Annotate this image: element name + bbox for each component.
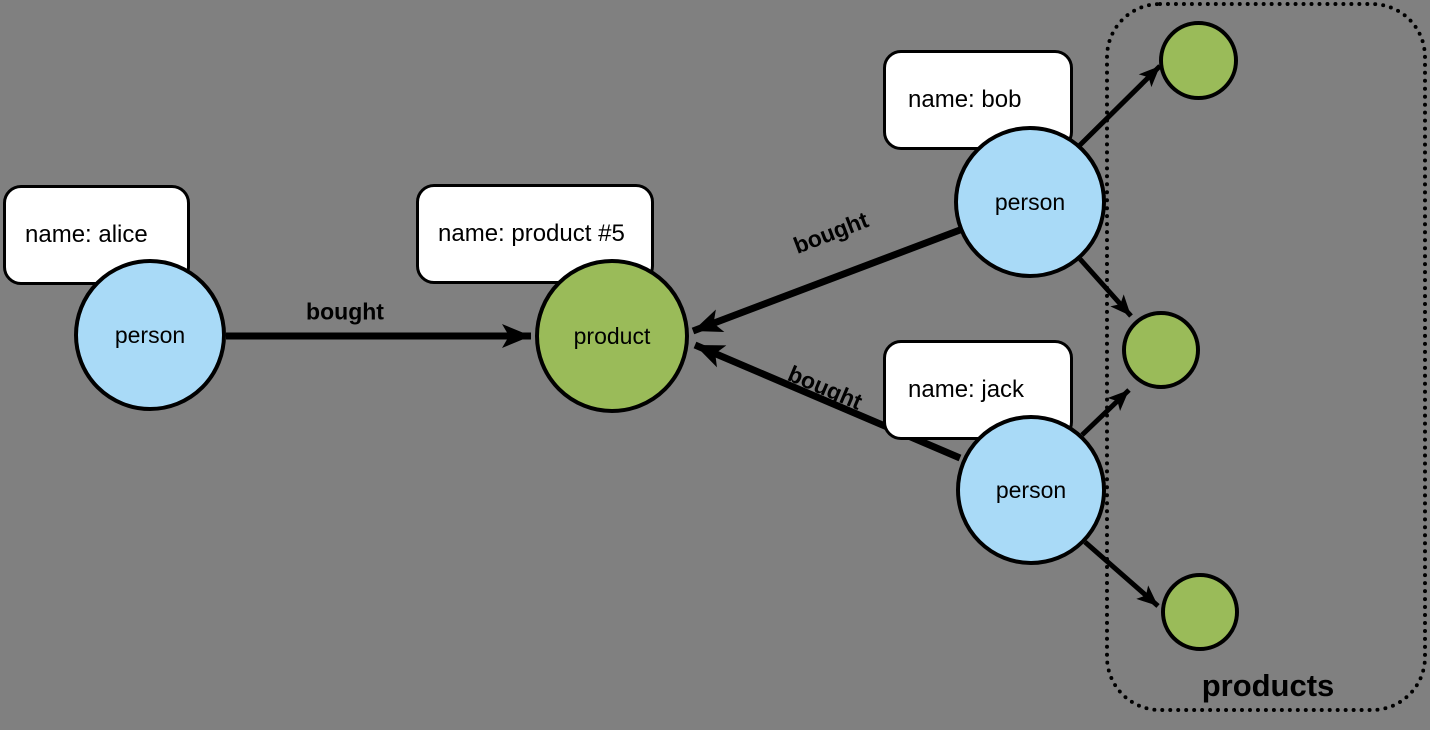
edge-label-bought-alice: bought — [306, 298, 384, 325]
node-product-small-bottom — [1161, 573, 1239, 651]
edge-bob-product-middle — [1078, 257, 1133, 318]
property-text-alice: name: alice — [25, 221, 148, 248]
node-bob: person — [954, 126, 1106, 278]
node-alice-label: person — [114, 321, 186, 348]
property-box-bob: name: bob — [883, 50, 1073, 150]
edge-jack-product-middle — [1080, 388, 1131, 437]
node-product-label: product — [573, 322, 651, 349]
node-bob-label: person — [994, 188, 1066, 215]
edge-bob-bought-product — [691, 226, 962, 335]
products-group-label: products — [1201, 668, 1335, 703]
node-jack-label: person — [995, 476, 1067, 503]
products-group-box — [1105, 2, 1427, 712]
property-text-jack: name: jack — [908, 376, 1025, 403]
node-alice: person — [74, 259, 226, 411]
node-product-5: product — [535, 259, 689, 413]
node-jack: person — [956, 415, 1106, 565]
property-text-product: name: product #5 — [438, 220, 625, 247]
edge-jack-product-bottom — [1083, 540, 1160, 608]
node-product-small-middle — [1122, 311, 1200, 389]
property-box-product: name: product #5 — [416, 184, 654, 284]
property-text-bob: name: bob — [908, 86, 1022, 113]
edge-bob-product-top — [1077, 64, 1162, 148]
node-product-small-top — [1159, 21, 1238, 100]
